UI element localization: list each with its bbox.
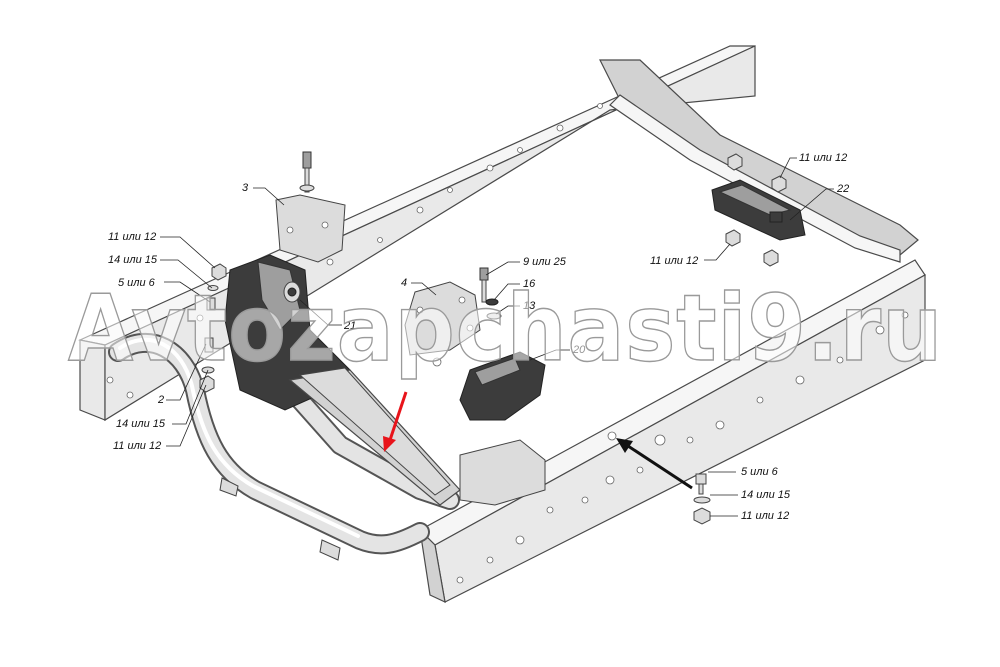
callout-14-15-left: 14 или 15 xyxy=(116,418,166,430)
nut-right-bottom xyxy=(763,249,779,267)
hanger-22 xyxy=(711,179,806,241)
callout-5-6-left: 5 или 6 xyxy=(118,277,156,289)
bracket-4 xyxy=(404,281,481,367)
pipe-bracket-foot-1 xyxy=(219,477,239,497)
bolt-bottom-right-shank xyxy=(698,483,704,495)
washer-16 xyxy=(485,298,499,306)
callout-14-15-top-left: 14 или 15 xyxy=(108,254,158,266)
right-rail-web xyxy=(419,528,446,604)
callout-labels: 3 11 или 12 14 или 15 5 или 6 2 14 или 1… xyxy=(108,152,849,522)
callout-13: 13 xyxy=(523,300,536,312)
bracket-3 xyxy=(275,151,346,263)
bolt-bottom-right xyxy=(695,473,707,485)
callout-11-12-top-right: 11 или 12 xyxy=(799,152,847,164)
bolt-top xyxy=(302,151,312,169)
hanger-21 xyxy=(224,254,351,411)
heat-shield-20 xyxy=(459,351,546,421)
muffler-assembly xyxy=(288,367,461,506)
pipe-bracket-foot-2 xyxy=(319,539,341,561)
callout-20: 20 xyxy=(572,344,586,356)
callout-14-15-right: 14 или 15 xyxy=(741,489,791,501)
nut-frame-right xyxy=(727,153,743,171)
bolt-left-2 xyxy=(204,337,214,353)
washer-13 xyxy=(486,312,502,320)
nut-top-left xyxy=(211,263,227,281)
callout-21: 21 xyxy=(343,320,356,332)
callout-11-12-top-left: 11 или 12 xyxy=(108,231,156,243)
watermark-text: Avtozapchasti9.ru xyxy=(68,275,943,382)
right-rail-holes xyxy=(456,311,909,584)
clamp-block xyxy=(769,211,783,223)
callout-4: 4 xyxy=(401,277,407,289)
callout-11-12-right: 11 или 12 xyxy=(650,255,698,267)
bolt-left xyxy=(206,297,216,311)
nut-top-right xyxy=(771,175,787,193)
callout-2: 2 xyxy=(157,394,164,406)
callout-11-12-left: 11 или 12 xyxy=(113,440,161,452)
red-arrow xyxy=(383,391,408,452)
callout-16: 16 xyxy=(523,278,536,290)
washer-top xyxy=(299,184,315,192)
callout-9-25: 9 или 25 xyxy=(523,256,567,268)
nut-bottom-right xyxy=(693,507,711,525)
callout-22: 22 xyxy=(836,183,849,195)
nut-right-lower xyxy=(725,229,741,247)
callout-3: 3 xyxy=(242,182,249,194)
leader-lines xyxy=(160,157,834,517)
callout-11-12-bottom-right: 11 или 12 xyxy=(741,510,789,522)
callout-5-6-right: 5 или 6 xyxy=(741,466,779,478)
frame-bracket-lower xyxy=(459,439,546,506)
black-arrow xyxy=(616,438,693,490)
washer-bottom-right xyxy=(693,496,711,504)
